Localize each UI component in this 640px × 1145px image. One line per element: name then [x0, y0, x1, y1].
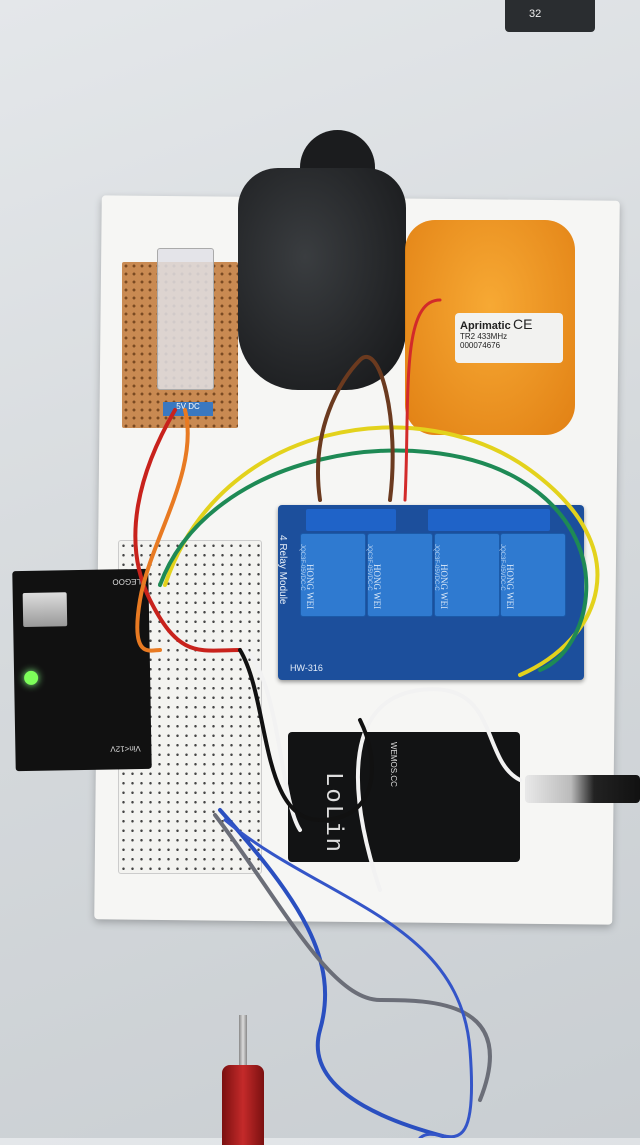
wire-black	[238, 648, 374, 823]
wire-green	[158, 448, 589, 672]
wire-blue	[218, 808, 452, 1138]
wire-brown	[316, 355, 395, 502]
terminal-block	[488, 509, 550, 531]
serial: 000074676	[460, 341, 501, 350]
ce-mark: CE	[512, 316, 533, 332]
black-remote	[238, 168, 406, 390]
wire-blue-2	[223, 818, 474, 1138]
brand: Aprimatic	[460, 320, 511, 332]
wire-red-remote	[403, 298, 442, 502]
sd-card: 32	[505, 0, 595, 32]
single-relay	[157, 248, 214, 390]
usb-cable	[525, 775, 640, 803]
lolin-nodemcu-board: WEMOS.CC LoLin	[288, 732, 520, 862]
orange-remote-label: Aprimatic CE TR2 433MHz 000074676	[455, 313, 563, 363]
wire-white	[243, 648, 522, 892]
model: TR2 433MHz	[460, 332, 508, 341]
wire-red	[133, 408, 242, 653]
terminal-block	[306, 509, 396, 531]
wire-gray	[213, 813, 492, 1102]
module-code: HW-316	[290, 663, 323, 673]
screwdriver-handle	[222, 1065, 264, 1145]
sd-card-label: 32	[529, 8, 542, 20]
wire-orange	[135, 408, 190, 653]
wire-yellow	[163, 425, 600, 677]
screwdriver-tip	[239, 1015, 247, 1070]
